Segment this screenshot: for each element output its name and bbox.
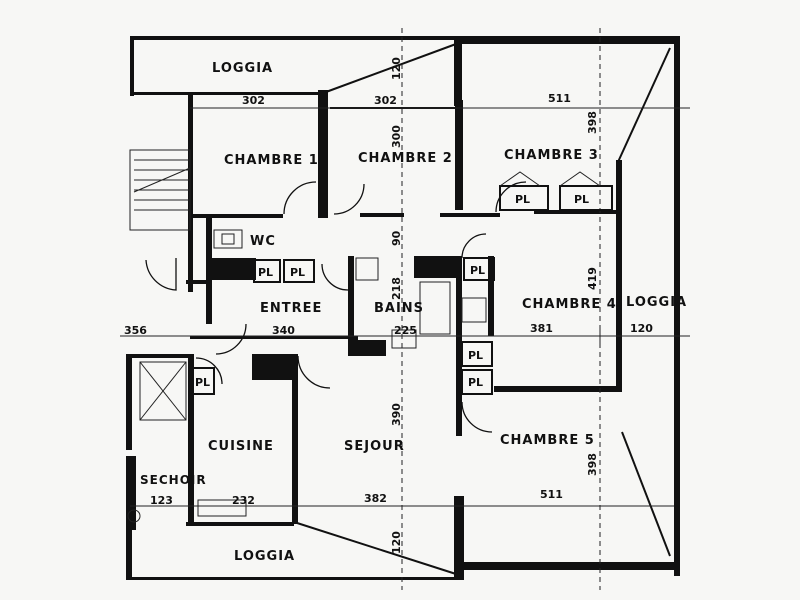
dim-419: 419 bbox=[586, 267, 599, 290]
closet-label: PL bbox=[468, 376, 483, 389]
closet-label: PL bbox=[290, 266, 305, 279]
room-chambre-5: CHAMBRE 5 bbox=[500, 433, 595, 448]
dim-123: 123 bbox=[150, 494, 173, 507]
room-wc: WC bbox=[250, 234, 276, 249]
dim-225: 225 bbox=[394, 324, 417, 337]
dim-340: 340 bbox=[272, 324, 295, 337]
room-chambre-4: CHAMBRE 4 bbox=[522, 297, 617, 312]
room-bains: BAINS bbox=[374, 301, 424, 316]
dim-300: 300 bbox=[390, 125, 403, 148]
dim-120-b: 120 bbox=[630, 322, 653, 335]
walls bbox=[126, 36, 680, 580]
fixtures bbox=[127, 229, 487, 523]
dim-302-a: 302 bbox=[242, 94, 265, 107]
room-loggia-bottom: LOGGIA bbox=[234, 549, 295, 564]
dim-511-a: 511 bbox=[548, 92, 571, 105]
closet-labels: PL PL PL PL PL PL PL PL bbox=[195, 193, 589, 389]
dim-120-c: 120 bbox=[390, 531, 403, 554]
dim-120-a: 120 bbox=[390, 57, 403, 80]
room-sejour: SEJOUR bbox=[344, 439, 405, 454]
dim-232: 232 bbox=[232, 494, 255, 507]
room-sechoir: SECHOIR bbox=[140, 473, 207, 487]
dim-381: 381 bbox=[530, 322, 553, 335]
room-chambre-3: CHAMBRE 3 bbox=[504, 148, 599, 163]
dim-356: 356 bbox=[124, 324, 147, 337]
dimension-labels: 302 302 511 120 300 398 90 419 218 356 3… bbox=[124, 57, 653, 554]
stairs bbox=[129, 149, 191, 231]
dim-390: 390 bbox=[390, 403, 403, 426]
dim-382: 382 bbox=[364, 492, 387, 505]
room-chambre-1: CHAMBRE 1 bbox=[224, 153, 319, 168]
dimension-lines bbox=[120, 28, 690, 590]
door-swings bbox=[145, 181, 527, 433]
closet-label: PL bbox=[195, 376, 210, 389]
closet-label: PL bbox=[470, 264, 485, 277]
dim-218: 218 bbox=[390, 277, 403, 300]
closet-label: PL bbox=[258, 266, 273, 279]
closet-label: PL bbox=[515, 193, 530, 206]
dim-398-a: 398 bbox=[586, 111, 599, 134]
room-loggia-top: LOGGIA bbox=[212, 61, 273, 76]
dim-511-b: 511 bbox=[540, 488, 563, 501]
closet-label: PL bbox=[574, 193, 589, 206]
dim-398-b: 398 bbox=[586, 453, 599, 476]
room-chambre-2: CHAMBRE 2 bbox=[358, 151, 453, 166]
dim-302-b: 302 bbox=[374, 94, 397, 107]
room-loggia-right: LOGGIA bbox=[626, 295, 687, 310]
drain-circle bbox=[127, 509, 141, 523]
closet-label: PL bbox=[468, 349, 483, 362]
room-cuisine: CUISINE bbox=[208, 439, 274, 454]
dim-90: 90 bbox=[390, 230, 403, 246]
closets bbox=[191, 171, 613, 395]
room-entree: ENTREE bbox=[260, 301, 322, 316]
kitchen-appliance-box bbox=[139, 361, 187, 421]
room-labels: LOGGIA CHAMBRE 1 CHAMBRE 2 CHAMBRE 3 WC … bbox=[140, 61, 687, 564]
